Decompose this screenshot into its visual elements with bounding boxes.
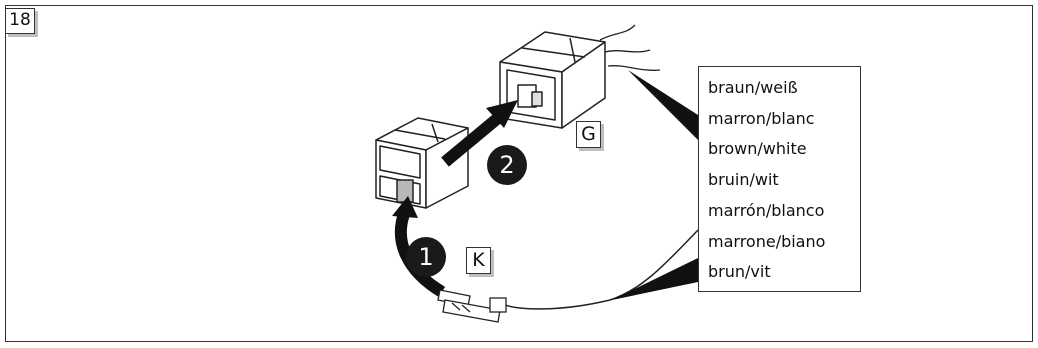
connector-k: [375, 117, 469, 209]
wire-color-de: braun/weiß: [708, 78, 798, 97]
wire-color-es: marrón/blanco: [708, 200, 825, 220]
connector-g-label: G: [576, 121, 601, 148]
arrow-1-head: [392, 196, 418, 218]
arrow-2: [441, 113, 502, 167]
connector-k-label: K: [466, 247, 491, 274]
illustration-frame: [5, 5, 1033, 342]
wire-pointer-upper: [628, 70, 698, 140]
wire-pointer-lower: [612, 258, 698, 300]
cable-stub: [604, 49, 651, 53]
cable-stub: [599, 24, 636, 41]
wire-color-fr: marron/blanc: [708, 108, 815, 128]
step-number: 18: [5, 8, 35, 34]
step-badge-1: 1: [406, 237, 446, 277]
wire-color-it: marrone/biano: [708, 231, 826, 251]
wire-color-en: brown/white: [708, 139, 807, 159]
flat-plug-terminal: [437, 289, 507, 323]
arrow-2-head: [486, 100, 518, 128]
wire-color-legend: braun/weiß marron/blanc brown/white brui…: [698, 66, 861, 292]
connector-g: [499, 31, 606, 129]
arrow-1: [395, 212, 446, 298]
cable-stub: [607, 65, 661, 71]
step-badge-2: 2: [487, 145, 527, 185]
wire-color-nl: bruin/wit: [708, 170, 779, 190]
wire-color-sv: brun/vit: [708, 262, 771, 282]
wire: [504, 229, 699, 310]
